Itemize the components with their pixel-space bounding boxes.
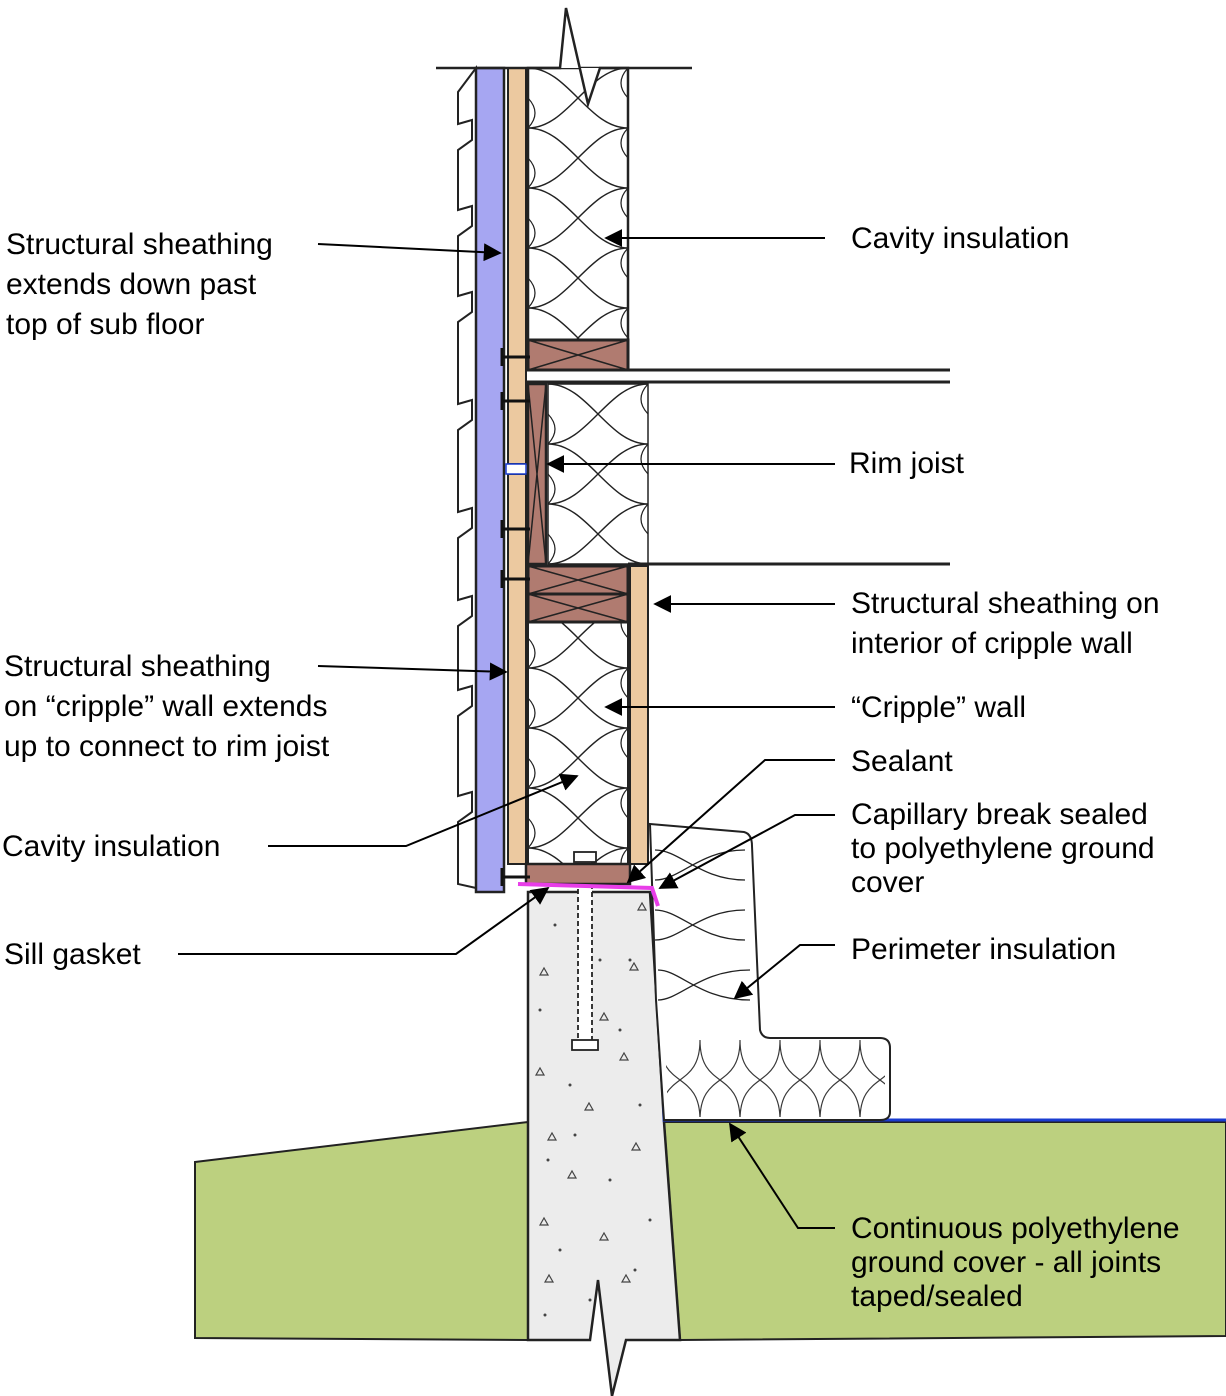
label-cripple-wall: “Cripple” wall [851, 691, 1026, 724]
perimeter-insulation [648, 822, 891, 1121]
plywood-sheathing [507, 67, 649, 865]
label-rim-joist: Rim joist [849, 447, 965, 480]
cavity-insulation-cripple [527, 621, 629, 865]
leader-lines [178, 229, 835, 1229]
ground [194, 1120, 1226, 1342]
label-perimeter-insulation: Perimeter insulation [851, 933, 1116, 966]
label-capillary-break: Capillary break sealed to polyethylene g… [851, 798, 1163, 899]
cavity-insulation-upper [526, 66, 630, 342]
label-cavity-insulation-upper: Cavity insulation [851, 222, 1069, 255]
rim-joist [526, 382, 548, 566]
label-sill-gasket: Sill gasket [4, 938, 141, 971]
structural-sheathing-exterior [474, 66, 506, 894]
label-cavity-insulation-lower: Cavity insulation [2, 830, 220, 863]
label-sheathing-past-subfloor: Structural sheathing extends down past t… [6, 228, 281, 341]
top-plates [526, 338, 630, 372]
siding [457, 65, 477, 890]
sill-gasket [517, 882, 660, 907]
fasteners [500, 348, 530, 886]
label-sheathing-cripple-up: Structural sheathing on “cripple” wall e… [4, 650, 336, 763]
sill-plate [524, 862, 632, 886]
floor-cavity-insulation [547, 383, 649, 565]
label-sheathing-interior-cripple: Structural sheathing on interior of crip… [851, 587, 1168, 660]
subfloor [526, 368, 950, 566]
label-sealant: Sealant [851, 745, 953, 778]
cripple-top-plates [526, 564, 630, 624]
break-mark-top [436, 7, 692, 109]
label-ground-cover: Continuous polyethylene ground cover - a… [851, 1212, 1188, 1313]
